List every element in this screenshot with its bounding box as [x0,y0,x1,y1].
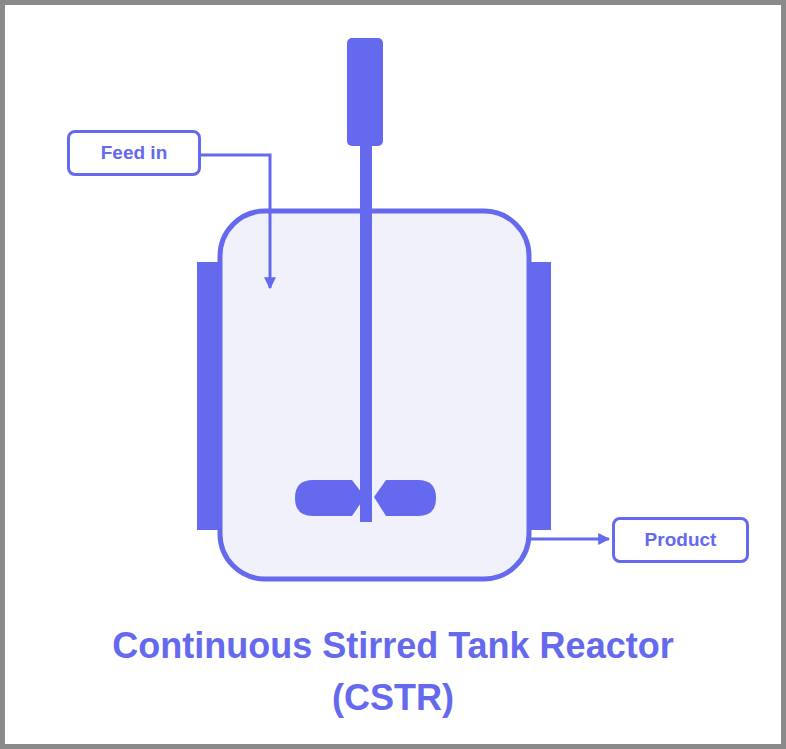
box-label: Product [645,529,717,551]
label-box: Product [612,517,749,563]
box-label: Feed in [101,142,168,164]
agitator-shaft [360,120,372,522]
product-line [529,538,609,541]
feed-line [200,155,270,288]
motor [347,38,383,146]
impeller-blade [374,480,436,516]
tank-vessel [220,211,529,579]
impeller-blade [295,480,365,516]
diagram-title: Continuous Stirred Tank Reactor (CSTR) [83,620,703,724]
jacket-left [197,262,220,530]
label-box: Feed in [67,130,201,176]
frame [3,3,784,747]
